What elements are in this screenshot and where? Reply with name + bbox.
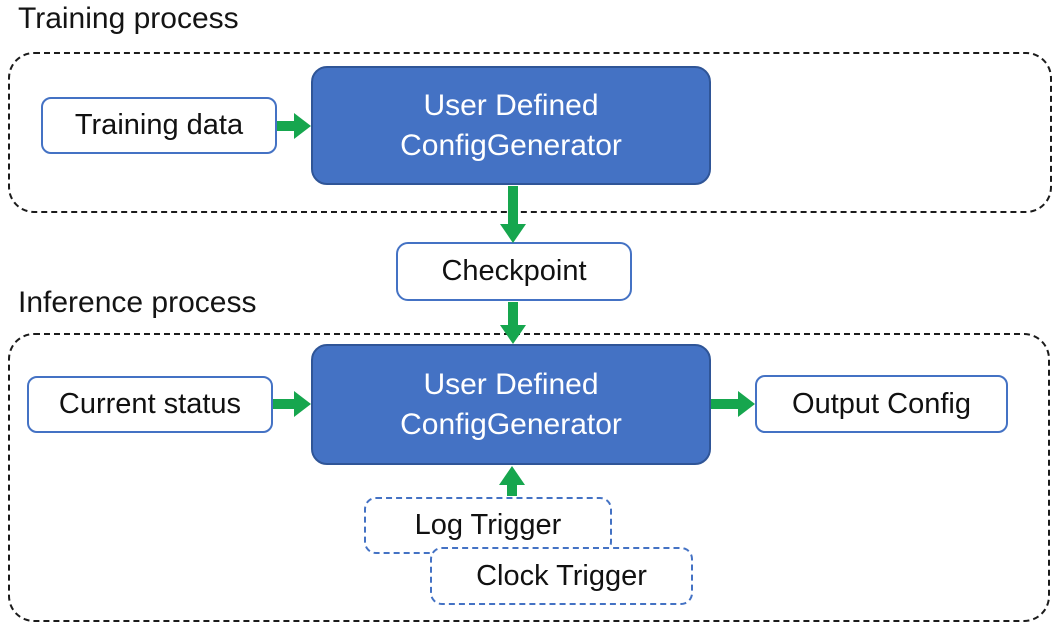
training-process-title: Training process <box>18 2 239 35</box>
inference-config-generator-label-line1: User Defined <box>423 367 599 401</box>
training-data-box: Training data <box>41 97 277 154</box>
training-process-region <box>8 52 1052 213</box>
inference-config-generator-box: User Defined ConfigGenerator <box>311 344 711 465</box>
checkpoint-box: Checkpoint <box>396 242 632 301</box>
log-trigger-box: Log Trigger <box>364 497 612 554</box>
inference-process-region <box>8 333 1050 622</box>
inference-config-generator-label-line2: ConfigGenerator <box>400 407 622 441</box>
training-config-generator-label-line1: User Defined <box>423 88 599 122</box>
clock-trigger-box: Clock Trigger <box>430 547 693 605</box>
training-config-generator-box: User Defined ConfigGenerator <box>311 66 711 185</box>
training-config-generator-label-line2: ConfigGenerator <box>400 128 622 162</box>
output-config-box: Output Config <box>755 375 1008 433</box>
current-status-box: Current status <box>27 376 273 433</box>
inference-process-title: Inference process <box>18 286 257 319</box>
